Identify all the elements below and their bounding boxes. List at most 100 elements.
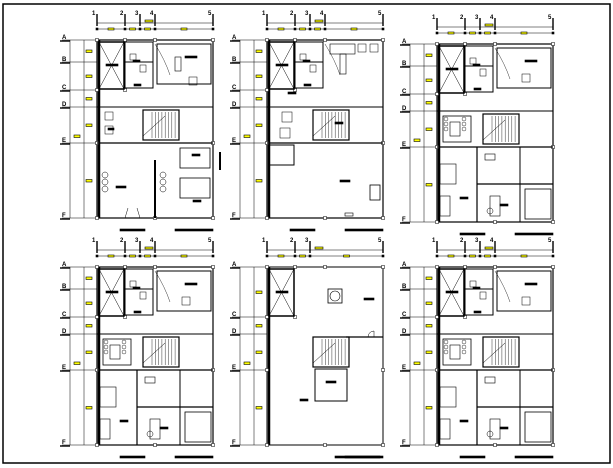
- structural-column: [211, 443, 215, 447]
- exterior-wall: [266, 39, 384, 219]
- chair-icon: [101, 178, 109, 186]
- grid-row-label: F: [402, 440, 406, 446]
- dimension-text: [350, 27, 358, 31]
- structural-column: [211, 38, 215, 42]
- elevator-shaft: [268, 268, 295, 317]
- grid-row-label: C: [232, 312, 237, 318]
- office-room: [524, 188, 552, 220]
- room-label: [133, 83, 142, 87]
- sink-icon: [479, 68, 487, 77]
- grid-row-label: C: [402, 312, 407, 318]
- room-label: [303, 83, 312, 87]
- stair-direction: [312, 115, 336, 137]
- chair-icon: [101, 185, 109, 193]
- dimension-text: [180, 27, 188, 31]
- bathroom-block: [464, 268, 494, 316]
- chair-icon: [159, 178, 167, 186]
- grid-column-label: 5: [378, 238, 382, 244]
- chair-icon: [443, 339, 449, 345]
- structural-column: [463, 265, 467, 269]
- grid-row-label: E: [402, 142, 406, 148]
- structural-column: [493, 42, 497, 46]
- office-room: [496, 47, 552, 89]
- grid-column-label: 5: [208, 238, 212, 244]
- dimension-tick: [153, 254, 157, 258]
- grid-column-label: 1: [92, 11, 96, 17]
- stair-direction: [142, 115, 166, 137]
- structural-column: [265, 216, 269, 220]
- structural-column: [493, 265, 497, 269]
- drawing-title-underline: [363, 297, 375, 301]
- structural-column: [211, 216, 215, 220]
- staircase: [312, 336, 350, 368]
- dimension-text: [85, 301, 93, 305]
- dimension-text: [469, 31, 476, 35]
- dimension-tick: [308, 254, 312, 258]
- chair-icon: [461, 126, 467, 132]
- structural-column: [381, 265, 385, 269]
- structural-column: [551, 220, 555, 224]
- structural-column: [265, 88, 269, 92]
- exterior-wall: [436, 266, 554, 446]
- structural-column: [435, 265, 439, 269]
- desk-icon: [99, 418, 111, 440]
- dimension-text: [277, 27, 285, 31]
- dimension-text: [85, 49, 93, 53]
- structural-column: [551, 443, 555, 447]
- exterior-wall: [266, 266, 384, 446]
- chair-icon: [443, 344, 449, 350]
- dimension-text: [107, 254, 115, 258]
- chair-icon: [181, 296, 191, 306]
- grid-row-label: A: [232, 35, 237, 41]
- structural-column: [123, 38, 127, 42]
- dimension-text: [425, 324, 433, 328]
- drawing-title-underline: [459, 455, 486, 459]
- table-icon: [109, 344, 121, 360]
- dimension-text: [255, 74, 263, 78]
- dimension-tick: [381, 254, 385, 258]
- dimension-text: [447, 254, 455, 258]
- desk-icon: [489, 195, 501, 217]
- dimension-text: [243, 361, 251, 365]
- dimension-tick: [493, 254, 497, 258]
- stair-direction: [482, 342, 506, 364]
- structural-column: [381, 38, 385, 42]
- structural-column: [381, 216, 385, 220]
- structural-column: [95, 265, 99, 269]
- structural-column: [153, 38, 157, 42]
- dimension-text: [413, 138, 421, 142]
- structural-column: [153, 443, 157, 447]
- dimension-text: [85, 350, 93, 354]
- chair-icon: [461, 339, 467, 345]
- dimension-text: [255, 290, 263, 294]
- grid-column-label: 3: [475, 238, 479, 244]
- dimension-text: [255, 324, 263, 328]
- room-label: [339, 179, 351, 183]
- dimension-tick: [463, 31, 467, 35]
- dimension-text: [484, 31, 491, 35]
- elevator-label: [445, 67, 459, 71]
- dimension-text: [425, 78, 433, 82]
- desk-icon: [99, 386, 117, 408]
- grid-column-label: 4: [150, 238, 154, 244]
- toilet-icon: [299, 53, 307, 61]
- dimension-tick: [123, 254, 127, 258]
- vent-icon: [329, 290, 341, 302]
- dimension-text: [425, 53, 433, 57]
- grid-column-label: 2: [460, 238, 464, 244]
- structural-column: [265, 443, 269, 447]
- dimension-text: [425, 276, 433, 280]
- desk-icon: [149, 418, 161, 440]
- structural-column: [323, 265, 327, 269]
- chair-icon: [443, 126, 449, 132]
- chair-icon: [486, 430, 494, 438]
- cubicle: [179, 177, 211, 199]
- dimension-text: [255, 406, 263, 410]
- dimension-text: [129, 254, 136, 258]
- chair-icon: [281, 111, 293, 123]
- drawing-title-underline: [119, 228, 146, 232]
- dimension-tick: [463, 254, 467, 258]
- grid-row-label: F: [232, 213, 236, 219]
